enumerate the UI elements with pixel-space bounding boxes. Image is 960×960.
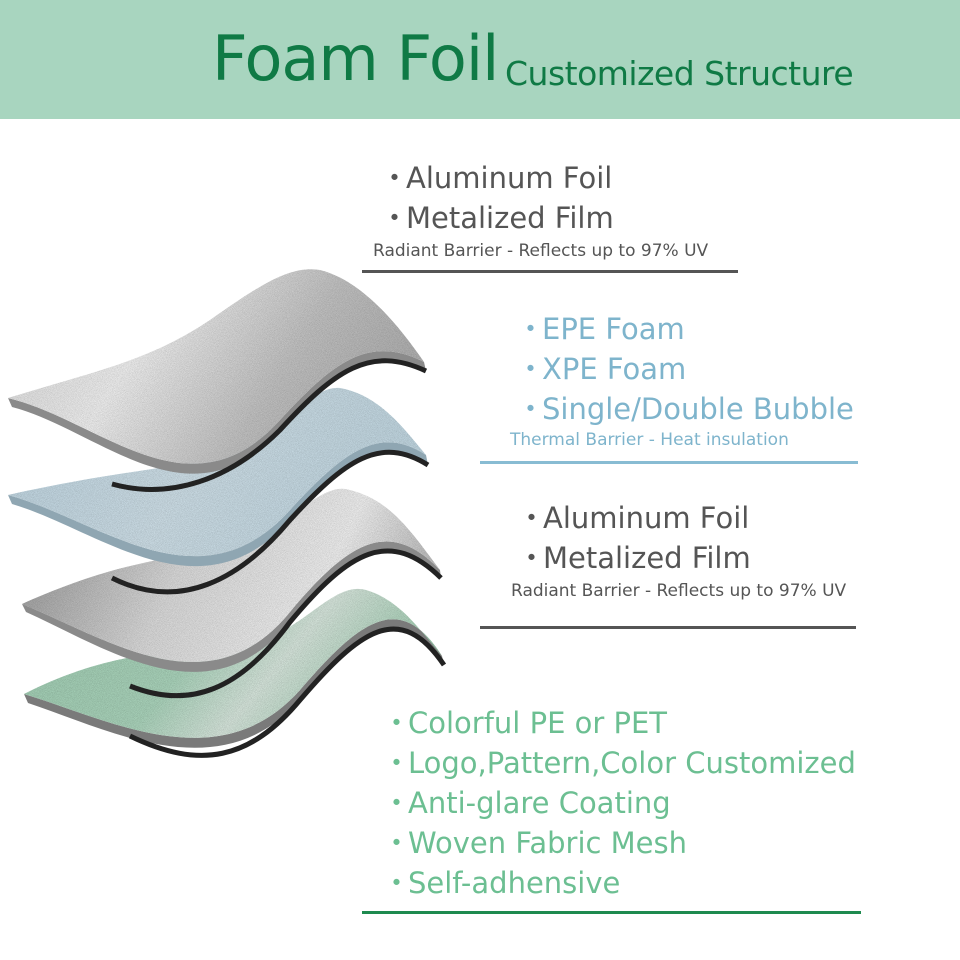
caption: Radiant Barrier - Reflects up to 97% UV (511, 581, 847, 601)
header-banner: Foam Foil Customized Structure (0, 0, 960, 119)
colored-film-description: ・Colorful PE or PET ・Logo,Pattern,Color … (382, 703, 856, 903)
divider (362, 911, 861, 914)
list-item: ・Self-adhensive (382, 866, 621, 900)
list-item: ・Aluminum Foil (380, 161, 613, 195)
list-item: ・Metalized Film (380, 201, 614, 235)
divider (362, 270, 738, 273)
page-subtitle: Customized Structure (505, 54, 854, 93)
list-item: ・Single/Double Bubble (516, 392, 854, 426)
list-item: ・Metalized Film (517, 541, 751, 575)
list-item: ・EPE Foam (516, 312, 685, 346)
top-foil-description: ・Aluminum Foil ・Metalized Film Radiant B… (373, 158, 708, 262)
list-item: ・Woven Fabric Mesh (382, 826, 688, 860)
divider (480, 461, 858, 464)
list-item: ・Colorful PE or PET (382, 706, 668, 740)
list-item: ・Logo,Pattern,Color Customized (382, 746, 856, 780)
caption: Thermal Barrier - Heat insulation (510, 430, 789, 450)
list-item: ・Anti-glare Coating (382, 786, 671, 820)
foam-layer (8, 387, 430, 595)
page-title: Foam Foil (212, 22, 499, 95)
caption: Radiant Barrier - Reflects up to 97% UV (373, 241, 709, 261)
divider (480, 626, 856, 629)
foam-description: ・EPE Foam ・XPE Foam ・Single/Double Bubbl… (510, 309, 854, 451)
list-item: ・Aluminum Foil (517, 501, 750, 535)
bottom-foil-description: ・Aluminum Foil ・Metalized Film Radiant B… (511, 498, 846, 602)
list-item: ・XPE Foam (516, 352, 687, 386)
top-foil-layer (8, 269, 428, 492)
